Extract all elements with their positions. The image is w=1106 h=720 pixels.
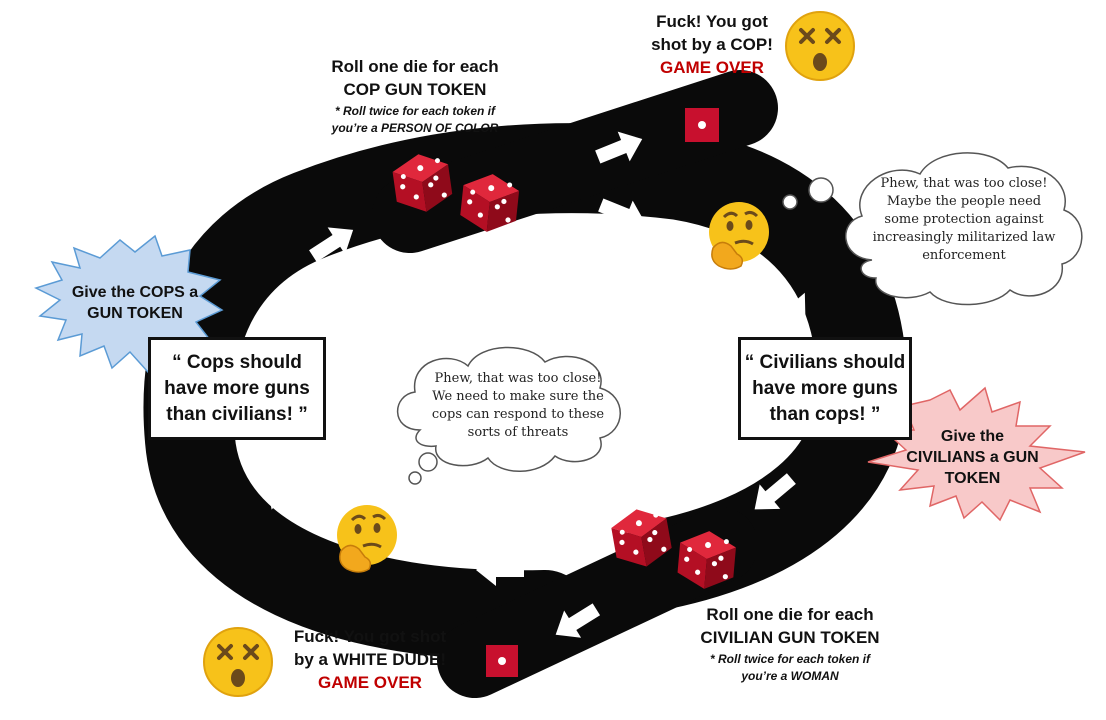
- bottom-death-message: Fuck! You got shot by a WHITE DUDE! GAME…: [280, 625, 460, 694]
- center-thought-line4: sorts of threats: [467, 425, 569, 440]
- right-thought-line3: some protection against: [884, 212, 1044, 227]
- bottom-roll-line1: Roll one die for each: [706, 605, 874, 624]
- bottom-roll-line2: CIVILIAN GUN TOKEN: [700, 628, 880, 647]
- bottom-death-line2: by a WHITE DUDE!: [293, 650, 447, 669]
- center-thought-line1: Phew, that was too close!: [434, 371, 602, 386]
- right-thought-text: Phew, that was too close! Maybe the peop…: [865, 172, 1063, 268]
- bottom-roll-instruction: Roll one die for each CIVILIAN GUN TOKEN…: [670, 603, 910, 685]
- right-thought-line2: Maybe the people need: [886, 194, 1042, 209]
- right-thought-line4: increasingly militarized law: [872, 230, 1056, 245]
- civilians-gun-token-burst: [867, 386, 1086, 522]
- civilians-burst-line1: Give the: [940, 428, 1005, 445]
- top-roll-line2: COP GUN TOKEN: [343, 80, 487, 99]
- top-death-message: Fuck! You got shot by a COP! GAME OVER: [632, 10, 792, 79]
- right-quote-line1: “ Civilians should: [744, 351, 906, 373]
- cops-burst-line2: GUN TOKEN: [87, 305, 183, 322]
- square-marker-icon: [685, 108, 719, 142]
- top-roll-note1: * Roll twice for each token if: [334, 104, 496, 118]
- right-quote-line2: have more guns: [752, 377, 898, 399]
- square-marker-icon: [486, 645, 518, 677]
- center-thought-cloud: [396, 346, 621, 485]
- right-thought-line1: Phew, that was too close!: [880, 176, 1048, 191]
- right-thought-line5: enforcement: [922, 248, 1006, 263]
- left-quote-box: “ Cops should have more guns than civili…: [148, 337, 326, 440]
- top-game-over: GAME OVER: [660, 58, 764, 77]
- left-quote-line1: “ Cops should: [172, 351, 302, 373]
- civilians-burst-line2: CIVILIANS a GUN: [906, 449, 1039, 466]
- bottom-roll-note2: you’re a WOMAN: [741, 669, 839, 683]
- top-roll-instruction: Roll one die for each COP GUN TOKEN * Ro…: [300, 55, 530, 137]
- dizzy-face-icon: [784, 10, 856, 82]
- right-quote-line3: than cops! ”: [769, 403, 881, 425]
- top-death-line1: Fuck! You got: [656, 12, 768, 31]
- top-roll-line1: Roll one die for each: [331, 57, 499, 76]
- right-quote-box: “ Civilians should have more guns than c…: [738, 337, 912, 440]
- cops-burst-line1: Give the COPS a: [71, 284, 199, 301]
- left-quote-line2: have more guns: [164, 377, 310, 399]
- top-death-line2: shot by a COP!: [651, 35, 773, 54]
- right-thought-cloud: [782, 152, 1083, 306]
- center-thought-line3: cops can respond to these: [431, 407, 605, 422]
- bottom-death-line1: Fuck! You got shot: [293, 627, 447, 646]
- left-quote-line3: than civilians! ”: [166, 403, 308, 425]
- cops-burst-text: Give the COPS a GUN TOKEN: [50, 282, 220, 324]
- bottom-game-over: GAME OVER: [318, 673, 422, 692]
- civilians-burst-text: Give the CIVILIANS a GUN TOKEN: [890, 426, 1055, 489]
- dizzy-face-icon: [202, 626, 274, 698]
- top-roll-note2: you’re a PERSON OF COLOR: [331, 121, 499, 135]
- thinking-face-icon: [707, 200, 771, 271]
- bottom-roll-note1: * Roll twice for each token if: [709, 652, 871, 666]
- center-thought-line2: We need to make sure the: [432, 389, 604, 404]
- civilians-burst-line3: TOKEN: [944, 470, 1001, 487]
- center-thought-text: Phew, that was too close! We need to mak…: [420, 366, 616, 446]
